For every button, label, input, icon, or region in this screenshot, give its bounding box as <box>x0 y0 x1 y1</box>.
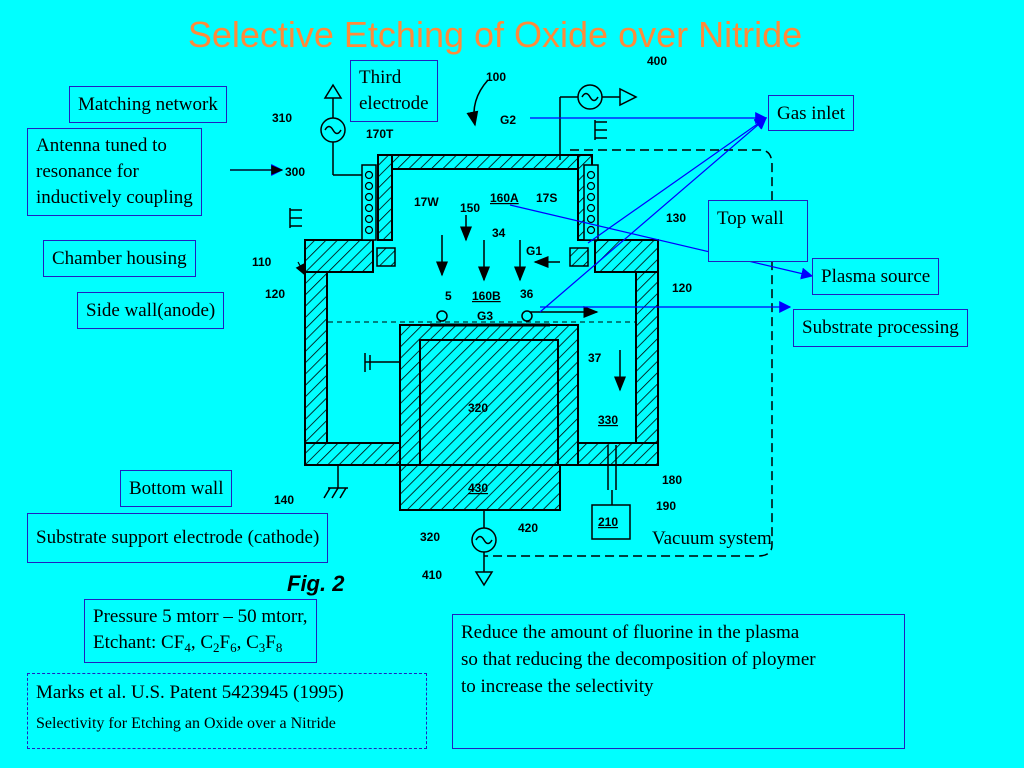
c2-sub: 2 <box>213 640 220 655</box>
label-antenna-line2: resonance for <box>36 161 139 182</box>
etchant-line: Etchant: CF4, C2F6, C3F8 <box>93 632 283 655</box>
num-120-right: 120 <box>672 281 692 295</box>
num-180: 180 <box>662 473 682 487</box>
num-17W: 17W <box>414 195 439 209</box>
coil-right <box>583 164 599 241</box>
num-410: 410 <box>422 568 442 582</box>
label-antenna-line3: inductively coupling <box>36 187 193 208</box>
label-gas-inlet: Gas inlet <box>768 95 855 131</box>
figure-caption: Fig. 2 <box>287 571 345 596</box>
label-vacuum-system: Vacuum system <box>652 528 772 549</box>
num-160A: 160A <box>490 191 519 205</box>
num-310: 310 <box>272 111 292 125</box>
pump-210 <box>591 504 631 540</box>
num-36: 36 <box>520 287 534 301</box>
label-bottom-wall: Bottom wall <box>120 470 233 507</box>
num-37: 37 <box>588 351 602 365</box>
label-plasma-source: Plasma source <box>812 258 940 295</box>
page-title: Selective Etching of Oxide over Nitride <box>187 14 803 55</box>
bottom-wall-left <box>304 442 406 466</box>
label-chamber-housing: Chamber housing <box>43 240 196 277</box>
patent-line2: Selectivity for Etching an Oxide over a … <box>36 715 336 732</box>
f6: F <box>219 632 231 653</box>
etchant-prefix: Etchant: CF <box>93 632 185 653</box>
num-150: 150 <box>460 201 480 215</box>
num-G3: G3 <box>477 309 493 323</box>
reduce-box: Reduce the amount of fluorine in the pla… <box>452 614 905 749</box>
num-170T: 170T <box>366 127 394 141</box>
num-34: 34 <box>492 226 506 240</box>
label-top-wall: Top wall <box>708 200 808 262</box>
num-5: 5 <box>445 289 452 303</box>
cf-sub: 4 <box>184 640 191 655</box>
label-antenna: Antenna tuned to resonance for inductive… <box>27 128 202 216</box>
num-160B: 160B <box>472 289 501 303</box>
arrow-plasma-source <box>509 204 814 280</box>
label-substrate-support: Substrate support electrode (cathode) <box>27 513 329 563</box>
num-320-b: 320 <box>420 530 440 544</box>
top-ledge-left <box>304 239 374 273</box>
left-wall <box>304 239 328 466</box>
pedestal-base <box>399 464 561 511</box>
label-third-electrode: Third electrode <box>350 60 438 122</box>
c3-sub: 3 <box>258 640 266 655</box>
right-wall <box>635 239 659 466</box>
num-420: 420 <box>518 521 538 535</box>
reduce-line3: to increase the selectivity <box>461 676 654 697</box>
arrow-gas-inlet-2 <box>587 117 767 244</box>
reduce-line1: Reduce the amount of fluorine in the pla… <box>461 622 800 643</box>
c2: C <box>200 632 213 653</box>
arrow-gas-inlet-3 <box>539 117 767 313</box>
num-140: 140 <box>274 493 294 507</box>
dome-left <box>377 154 393 241</box>
num-17S: 17S <box>536 191 557 205</box>
vacuum-dashed-path <box>484 149 773 557</box>
num-110: 110 <box>252 255 272 269</box>
num-210: 210 <box>598 515 618 529</box>
f8: F <box>265 632 276 653</box>
patent-box: Marks et al. U.S. Patent 5423945 (1995) … <box>27 673 427 749</box>
num-190: 190 <box>656 499 676 513</box>
num-330: 330 <box>598 413 618 427</box>
label-third-electrode-line2: electrode <box>359 93 429 114</box>
reduce-line2: so that reducing the decomposition of pl… <box>461 649 816 670</box>
num-130: 130 <box>666 211 686 225</box>
num-300: 300 <box>285 165 305 179</box>
pedestal-inner <box>419 339 559 466</box>
label-matching-network: Matching network <box>69 86 227 123</box>
label-third-electrode-line1: Third <box>359 67 402 88</box>
f6-sub: 6 <box>230 640 237 655</box>
label-substrate-processing: Substrate processing <box>793 309 968 347</box>
c3: C <box>246 632 259 653</box>
num-430: 430 <box>468 481 488 495</box>
num-320: 320 <box>468 401 488 415</box>
f8-sub: 8 <box>275 640 283 655</box>
num-400: 400 <box>647 54 667 68</box>
pressure-line: Pressure 5 mtorr – 50 mtorr, <box>93 606 308 627</box>
patent-line1: Marks et al. U.S. Patent 5423945 (1995) <box>36 682 344 703</box>
label-side-wall: Side wall(anode) <box>77 292 225 329</box>
coil-left <box>361 164 377 241</box>
num-G2: G2 <box>500 113 516 127</box>
pressure-box: Pressure 5 mtorr – 50 mtorr, Etchant: CF… <box>84 599 317 663</box>
label-antenna-line1: Antenna tuned to <box>36 135 167 156</box>
num-120-left: 120 <box>265 287 285 301</box>
num-G1: G1 <box>526 244 542 258</box>
num-100: 100 <box>486 70 506 84</box>
